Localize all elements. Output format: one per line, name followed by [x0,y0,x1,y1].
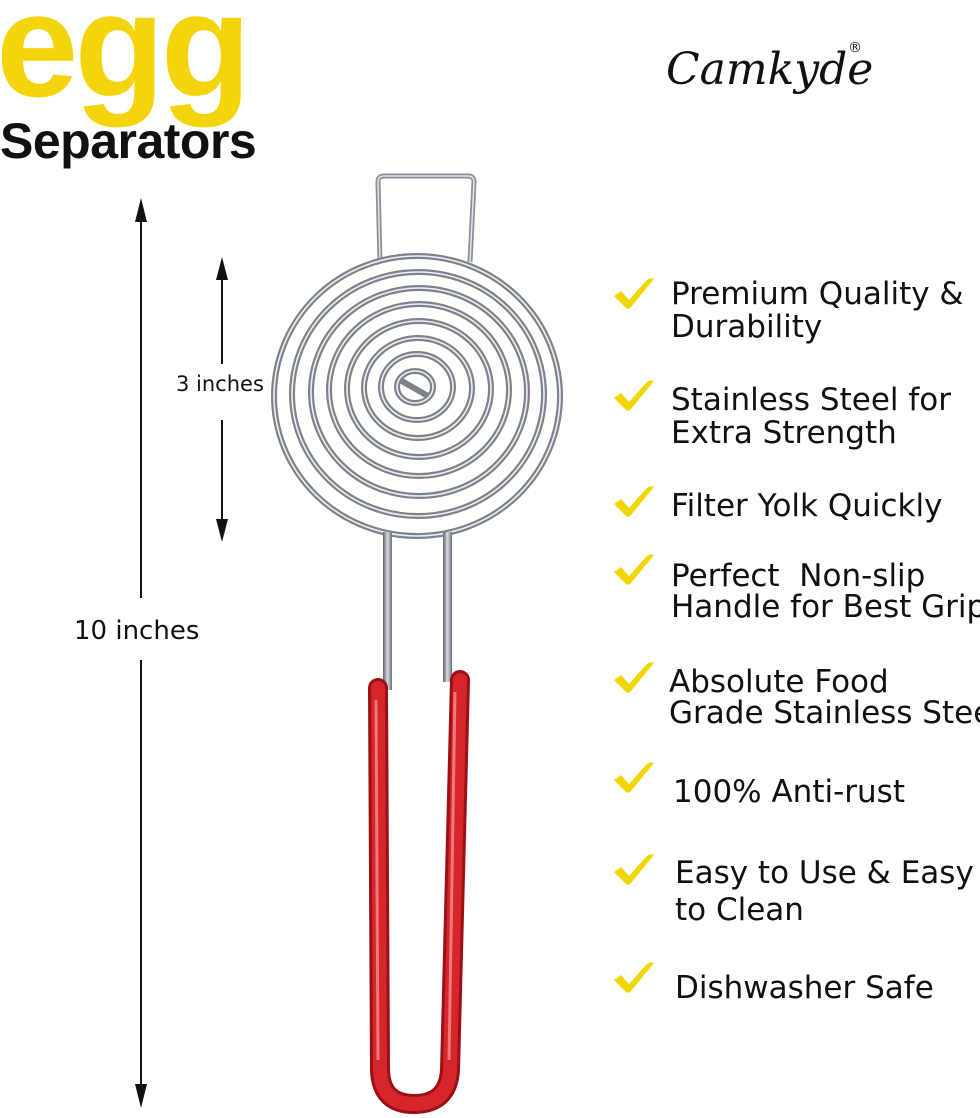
brand-logo: Camkyde [666,44,874,95]
hanging-loop [375,173,477,263]
feature-item: 100% Anti-rust [673,776,905,809]
check-icon [614,662,654,693]
feature-line: Perfect Non-slip [671,558,926,594]
feature-item: Dishwasher Safe [675,972,934,1005]
dimension-label-small: 3 inches [176,372,264,396]
registered-mark: ® [848,40,862,56]
feature-line: Filter Yolk Quickly [671,488,943,524]
check-icon [614,486,654,517]
check-icon [614,762,654,793]
feature-line: to Clean [675,892,804,928]
feature-line: Handle for Best Grip [671,589,980,625]
check-icon [614,380,654,411]
spiral-coil [271,253,563,539]
page-title-egg: egg [0,0,251,128]
handle-grip [368,670,470,1115]
feature-line: Dishwasher Safe [675,970,934,1006]
dimension-label-large: 10 inches [74,616,200,646]
check-icon [614,962,654,993]
feature-line: Absolute Food [669,664,889,700]
feature-line: Grade Stainless Steel [669,695,980,731]
check-icon [614,278,654,309]
check-icon [614,554,654,585]
page-title-separators: Separators [0,113,257,169]
feature-line: Stainless Steel for [671,382,951,418]
feature-line: Easy to Use & Easy [675,855,974,891]
length-arrow [135,198,147,1108]
feature-item: Filter Yolk Quickly [671,490,942,523]
feature-line: Durability [671,309,823,345]
feature-line: Extra Strength [671,415,897,451]
feature-line: 100% Anti-rust [673,774,905,810]
handle-wires [383,532,452,690]
feature-item: Premium Quality &Durability [671,278,964,344]
diameter-arrow [216,257,228,542]
check-icon [614,854,654,885]
feature-line: Premium Quality & [671,276,964,312]
